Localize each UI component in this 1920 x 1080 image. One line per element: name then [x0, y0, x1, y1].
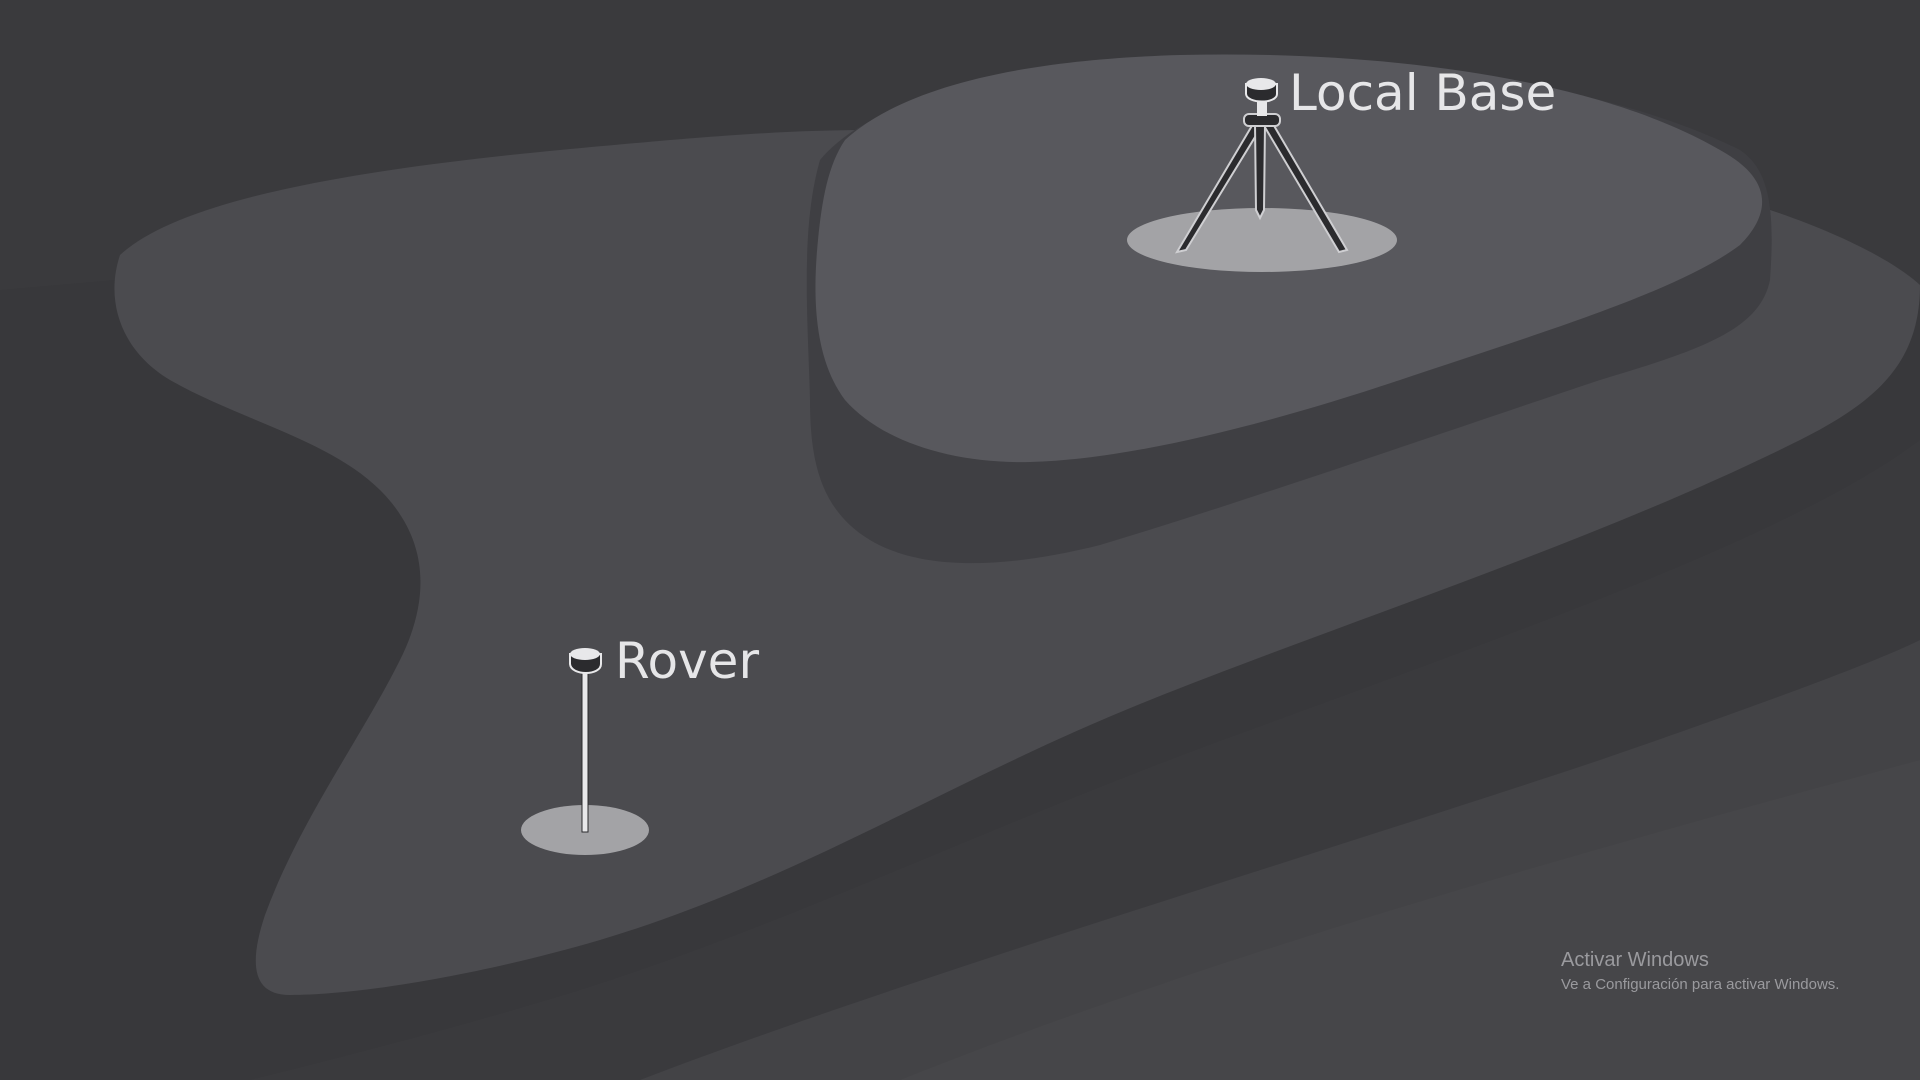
- base-ground-disc: [1127, 208, 1397, 272]
- gnss-pole-icon: [569, 648, 602, 833]
- gnss-tripod-icon: [1174, 78, 1349, 254]
- watermark-subtitle: Ve a Configuración para activar Windows.: [1561, 976, 1840, 993]
- windows-activation-watermark: Activar Windows Ve a Configuración para …: [1561, 948, 1839, 995]
- rover-label: Rover: [615, 632, 759, 690]
- lower-terrace-right-top: [900, 760, 1920, 1080]
- watermark-title: Activar Windows: [1561, 949, 1709, 971]
- rover-pole: [581, 669, 589, 833]
- rover-receiver-cap: [570, 648, 600, 660]
- base-receiver-cap: [1246, 78, 1276, 90]
- local-base-label: Local Base: [1289, 64, 1557, 122]
- base-receiver-stem: [1257, 102, 1267, 116]
- tripod-leg-center: [1253, 123, 1267, 221]
